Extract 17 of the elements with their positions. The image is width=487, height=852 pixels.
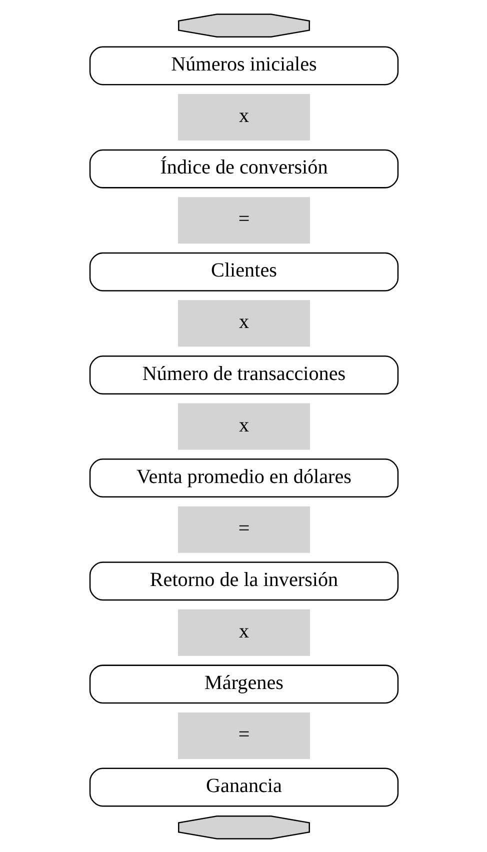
node-box: Márgenes: [88, 664, 398, 704]
node-bar: [178, 13, 310, 37]
node-box: Números iniciales: [88, 46, 398, 85]
node-box: =: [178, 196, 310, 244]
node-bar: [178, 815, 310, 839]
node-box: Venta promedio en dólares: [88, 458, 398, 498]
node-box: Ganancia: [88, 767, 398, 806]
node-box: =: [178, 712, 310, 758]
node-box: x: [178, 608, 310, 656]
node-box: Número de transacciones: [88, 354, 398, 394]
node-box: Retorno de la inversión: [88, 561, 398, 600]
node-box: x: [178, 300, 310, 346]
node-box: Índice de conversión: [88, 148, 398, 188]
node-box: x: [178, 94, 310, 140]
node-box: Clientes: [88, 252, 398, 291]
node-box: =: [178, 506, 310, 552]
node-box: x: [178, 402, 310, 450]
